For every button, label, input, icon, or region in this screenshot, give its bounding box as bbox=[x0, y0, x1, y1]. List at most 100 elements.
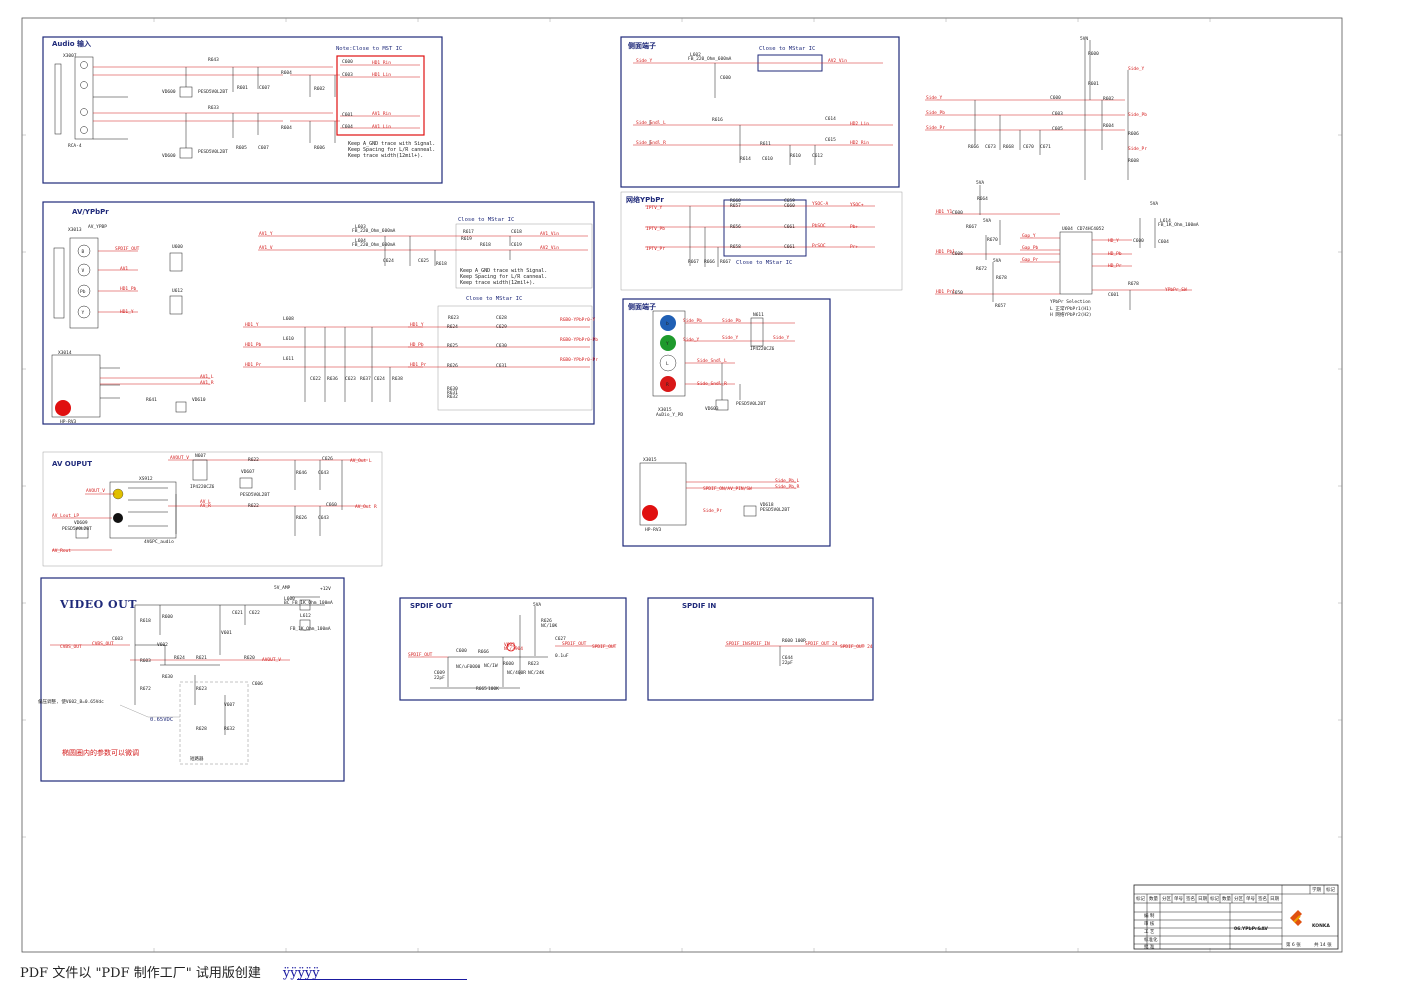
svg-text:R618: R618 bbox=[140, 618, 151, 624]
av-ypbpr-keep-1: Keep A_GND trace with Signal. bbox=[460, 268, 547, 274]
svg-text:R666: R666 bbox=[968, 144, 979, 150]
svg-text:AV2_Vin: AV2_Vin bbox=[540, 245, 559, 251]
svg-text:R657: R657 bbox=[995, 303, 1006, 309]
svg-text:R623: R623 bbox=[196, 686, 207, 692]
svg-text:R611: R611 bbox=[760, 141, 771, 147]
svg-text:R622: R622 bbox=[248, 457, 259, 463]
svg-text:AV2_Vin: AV2_Vin bbox=[828, 58, 847, 64]
svg-text:C660: C660 bbox=[784, 203, 795, 209]
tb-header-7: 标记 bbox=[1210, 895, 1219, 902]
svg-text:Side_Y: Side_Y bbox=[722, 335, 739, 341]
svg-text:R622: R622 bbox=[248, 503, 259, 509]
svg-text:Side_Y: Side_Y bbox=[1128, 66, 1145, 72]
svg-text:AV_L: AV_L bbox=[200, 499, 211, 505]
svg-text:C600: C600 bbox=[1050, 95, 1061, 101]
video-out-note-1: 偏压调整, 使V602_B=0.65Vdc bbox=[38, 698, 104, 705]
svg-text:5VA: 5VA bbox=[983, 218, 991, 224]
svg-text:AV_Out R: AV_Out R bbox=[355, 504, 377, 510]
svg-text:PESD5V0L2BT: PESD5V0L2BT bbox=[198, 149, 228, 155]
border-ticks bbox=[22, 18, 1342, 952]
svg-text:SPDIF_IN: SPDIF_IN bbox=[726, 641, 748, 647]
svg-text:NC/uF0000: NC/uF0000 bbox=[456, 664, 481, 670]
jack-label-b: B bbox=[82, 249, 85, 255]
video-out-note-3: 椭圆圈内的参数可以微调 bbox=[62, 748, 139, 757]
block-net-ypbpr: 网络YPbPr Close to MStar IC R660R657R656R6… bbox=[620, 191, 903, 291]
svg-text:V601: V601 bbox=[221, 630, 232, 636]
svg-text:HD1 Y1: HD1 Y1 bbox=[936, 209, 953, 215]
side-terminal-1-title: 侧面端子 bbox=[628, 41, 656, 50]
svg-text:C627: C627 bbox=[555, 636, 566, 642]
svg-text:V607: V607 bbox=[224, 702, 235, 708]
svg-text:C601: C601 bbox=[342, 112, 353, 118]
svg-text:AV1 Rin: AV1 Rin bbox=[372, 111, 391, 117]
svg-text:R660: R660 bbox=[730, 198, 741, 204]
tb-header-2: 数量 bbox=[1149, 895, 1158, 902]
svg-text:R620: R620 bbox=[244, 655, 255, 661]
svg-text:R618: R618 bbox=[436, 261, 447, 267]
svg-text:R657: R657 bbox=[730, 203, 741, 209]
svg-text:R628: R628 bbox=[196, 726, 207, 732]
audio-in-conn-ref: X3007 bbox=[63, 53, 77, 59]
svg-text:R666: R666 bbox=[704, 259, 715, 265]
svg-text:PESD5V0L2BT: PESD5V0L2BT bbox=[760, 507, 790, 513]
svg-text:C600: C600 bbox=[952, 210, 963, 216]
svg-text:HD_Pr: HD_Pr bbox=[1108, 263, 1122, 269]
svg-text:Side_Pr: Side_Pr bbox=[926, 125, 945, 131]
svg-text:5V_AMP: 5V_AMP bbox=[274, 585, 291, 591]
av-ypbpr-conn-ref: X3013 bbox=[68, 227, 82, 233]
svg-text:HD1 Pb1: HD1 Pb1 bbox=[936, 249, 955, 255]
svg-text:R646: R646 bbox=[296, 470, 307, 476]
led-label-y: Y bbox=[666, 341, 669, 347]
block-av-output: AV OUPUT XS912 4V6PC_audio N607IP4220CZ6… bbox=[42, 451, 383, 567]
svg-text:C631: C631 bbox=[496, 363, 507, 369]
spdif-out-title: SPDIF OUT bbox=[410, 602, 452, 610]
svg-text:R668: R668 bbox=[1003, 144, 1014, 150]
svg-text:VD618: VD618 bbox=[760, 502, 774, 508]
svg-text:C622: C622 bbox=[249, 610, 260, 616]
led-label-l: L bbox=[666, 361, 669, 367]
tb-drawing-name: 06.YPbPr&AV bbox=[1234, 926, 1268, 932]
svg-text:R606: R606 bbox=[1128, 131, 1139, 137]
svg-text:PESD5V0L2BT: PESD5V0L2BT bbox=[62, 526, 92, 532]
svg-text:C659: C659 bbox=[784, 198, 795, 204]
svg-text:C618: C618 bbox=[511, 229, 522, 235]
svg-text:C614: C614 bbox=[825, 116, 836, 122]
svg-text:C628: C628 bbox=[496, 315, 507, 321]
svg-text:R604: R604 bbox=[1103, 123, 1114, 129]
svg-text:VD600: VD600 bbox=[162, 153, 176, 159]
svg-text:C603: C603 bbox=[1052, 111, 1063, 117]
svg-text:5VN: 5VN bbox=[1080, 36, 1088, 42]
svg-text:V603: V603 bbox=[504, 642, 515, 648]
side-terminal-1-note: Close to MStar IC bbox=[759, 46, 815, 52]
svg-text:C605: C605 bbox=[1052, 126, 1063, 132]
svg-text:AV_Out L: AV_Out L bbox=[350, 458, 372, 464]
svg-text:NC/24K: NC/24K bbox=[528, 670, 545, 676]
pdf-footer-link[interactable]: ÿÿÿÿÿ bbox=[282, 966, 320, 981]
tb-row-4: 标准化 bbox=[1144, 936, 1158, 943]
svg-text:IPTV_Y: IPTV_Y bbox=[646, 205, 663, 211]
svg-text:Side_Pb_R: Side_Pb_R bbox=[775, 484, 800, 490]
svg-text:R624: R624 bbox=[447, 324, 458, 330]
side-terminal-2-conn: X3015 bbox=[658, 407, 672, 413]
svg-text:HD1_Y: HD1_Y bbox=[120, 309, 134, 315]
svg-text:R672: R672 bbox=[976, 266, 987, 272]
svg-text:SPDIF_OUT 24: SPDIF_OUT 24 bbox=[840, 644, 873, 650]
svg-text:IP4220CZ6: IP4220CZ6 bbox=[190, 484, 215, 490]
svg-text:C650: C650 bbox=[952, 290, 963, 296]
svg-text:L604: L604 bbox=[355, 238, 366, 244]
svg-text:C604: C604 bbox=[342, 124, 353, 130]
tb-header-3: 分区 bbox=[1162, 895, 1171, 902]
svg-text:R658: R658 bbox=[730, 244, 741, 250]
svg-text:U612: U612 bbox=[172, 288, 183, 294]
svg-text:C671: C671 bbox=[1040, 144, 1051, 150]
svg-text:SPDIF_OUT: SPDIF_OUT bbox=[562, 641, 587, 647]
svg-text:FB_220_Ohm_600mA: FB_220_Ohm_600mA bbox=[688, 56, 732, 62]
svg-text:L608: L608 bbox=[283, 316, 294, 322]
svg-text:U604: U604 bbox=[1062, 226, 1073, 232]
tb-header-4: 单号 bbox=[1174, 895, 1183, 902]
svg-text:R672: R672 bbox=[140, 686, 151, 692]
tb-header-9: 分区 bbox=[1234, 895, 1243, 902]
svg-text:R626: R626 bbox=[296, 515, 307, 521]
svg-text:R656: R656 bbox=[730, 224, 741, 230]
